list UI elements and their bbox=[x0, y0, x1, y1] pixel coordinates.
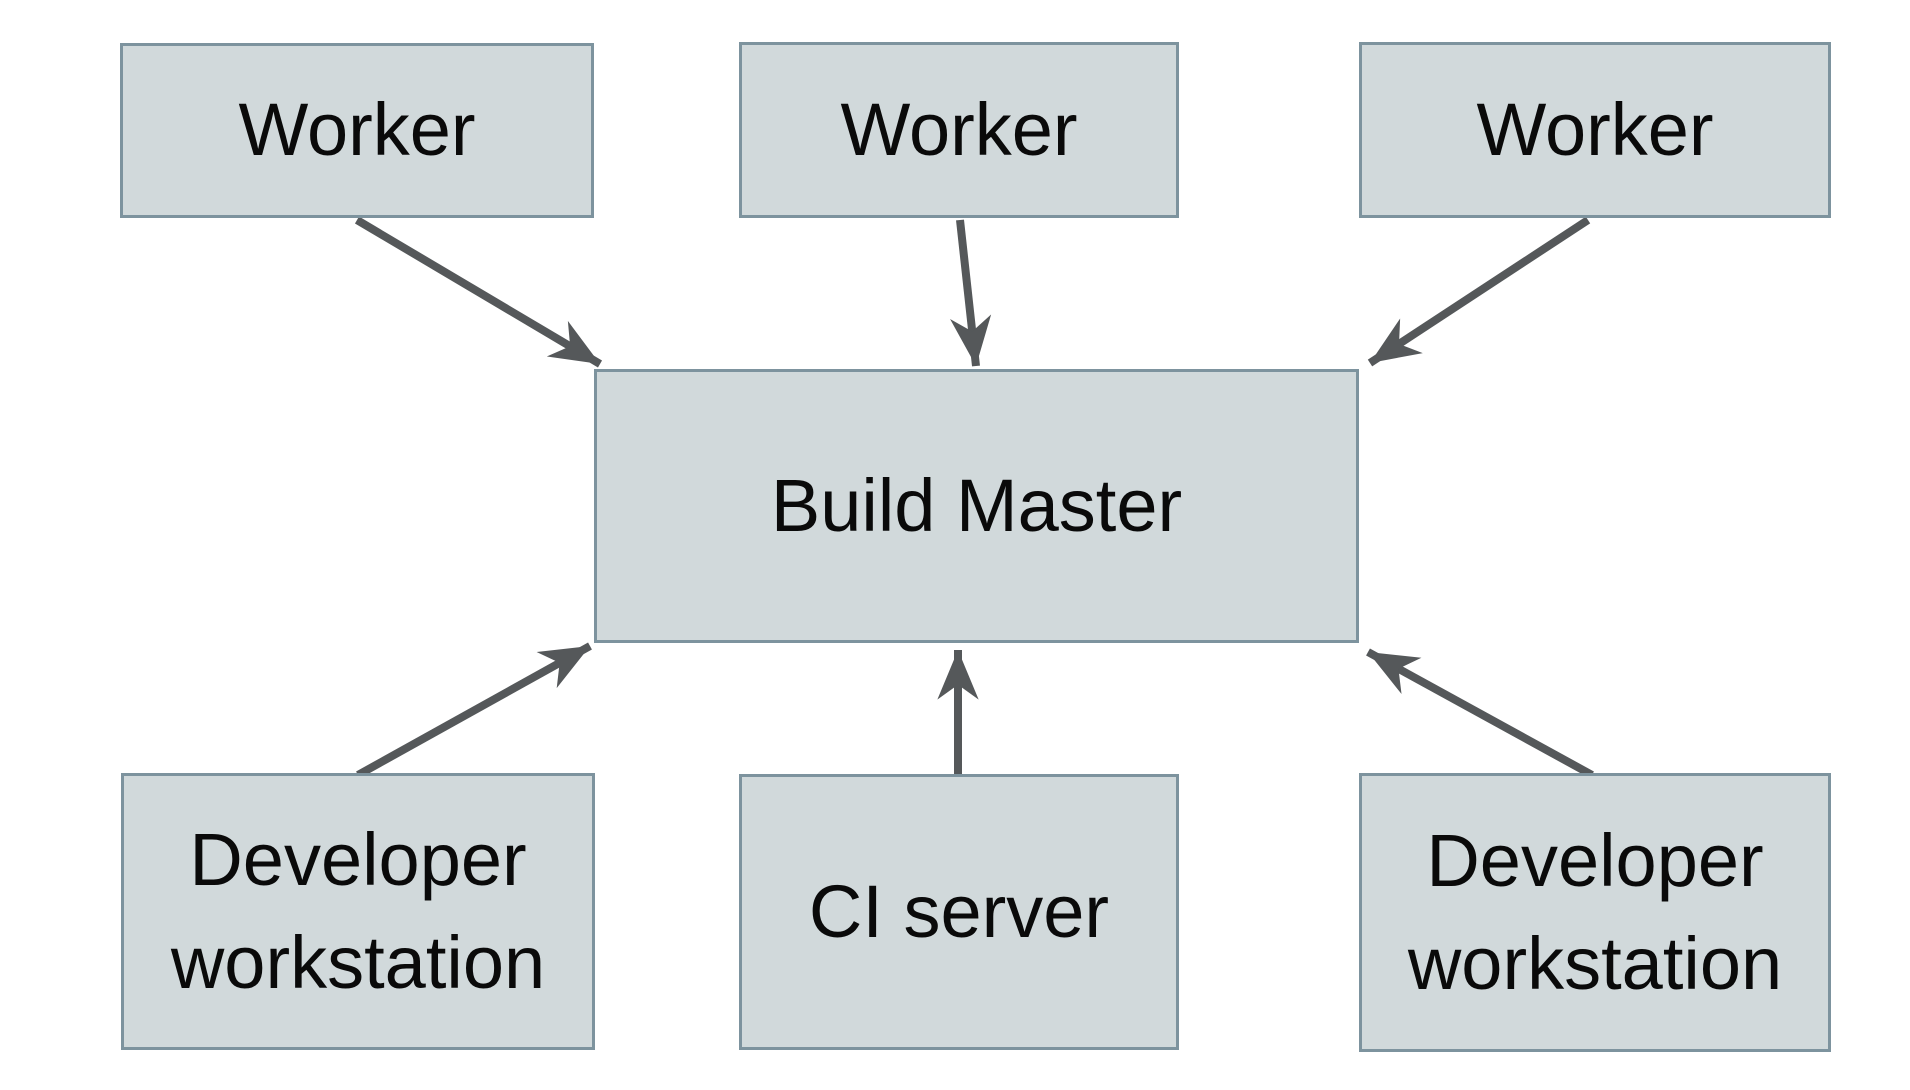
node-build-master: Build Master bbox=[594, 369, 1359, 643]
arrow-dev-workstation-1-to-build-master bbox=[356, 642, 592, 779]
node-worker-2: Worker bbox=[739, 42, 1179, 218]
node-build-master-label: Build Master bbox=[770, 463, 1183, 547]
arrow-worker-3-to-build-master bbox=[1367, 216, 1591, 367]
node-worker-1: Worker bbox=[120, 43, 594, 218]
node-worker-3-label: Worker bbox=[1476, 87, 1714, 171]
node-developer-workstation-2-label: Developer workstation bbox=[1407, 819, 1783, 1005]
node-ci-server: CI server bbox=[739, 774, 1179, 1050]
node-developer-workstation-1-label: Developer workstation bbox=[170, 818, 546, 1004]
node-worker-3: Worker bbox=[1359, 42, 1831, 218]
node-worker-1-label: Worker bbox=[238, 88, 476, 172]
node-worker-2-label: Worker bbox=[840, 87, 1078, 171]
node-developer-workstation-1: Developer workstation bbox=[121, 773, 595, 1050]
arrow-worker-2-to-build-master bbox=[950, 219, 992, 367]
node-ci-server-label: CI server bbox=[808, 869, 1110, 953]
node-developer-workstation-2: Developer workstation bbox=[1359, 773, 1831, 1052]
arrow-worker-1-to-build-master bbox=[354, 216, 603, 368]
arrow-dev-workstation-2-to-build-master bbox=[1366, 648, 1594, 779]
